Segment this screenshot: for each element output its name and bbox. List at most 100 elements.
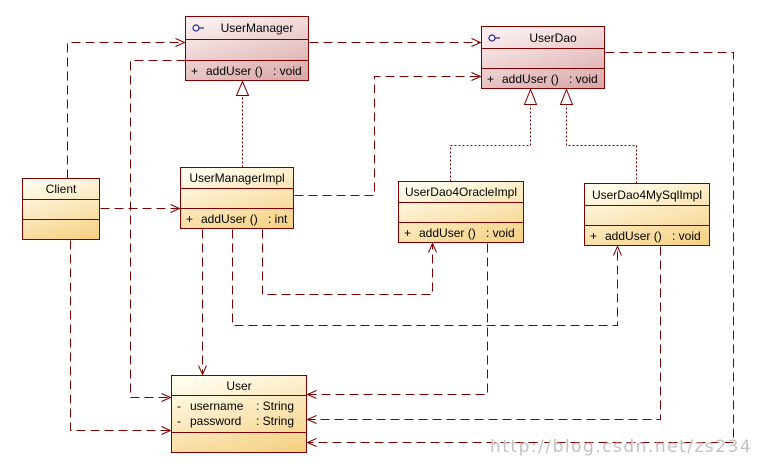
class-name: User	[226, 378, 252, 393]
open-arrowhead	[306, 415, 317, 424]
visibility-marker: +	[487, 71, 495, 86]
class-userdao4mysqlimpl: UserDao4MySqlImpl + addUser () : void	[584, 183, 710, 246]
operation-row: + addUser () : void	[482, 69, 604, 88]
operations-compartment: + addUser () : void	[585, 225, 709, 245]
operations-compartment: + addUser () : void	[186, 60, 308, 80]
operations-compartment: + addUser () : void	[399, 222, 523, 242]
attribute-row: - username : String	[172, 399, 306, 414]
operation-type: : void	[273, 63, 302, 78]
dependency-line	[307, 52, 734, 443]
dependency-line	[232, 229, 618, 326]
dependency-client-to-usermanagerimpl	[100, 204, 181, 213]
dependency-line	[130, 60, 186, 398]
connectors-group	[67, 38, 734, 447]
class-userdao4oracleimpl: UserDao4OracleImpl + addUser () : void	[398, 181, 524, 243]
dependency-line	[70, 240, 171, 431]
open-arrowhead	[471, 72, 482, 81]
hollow-triangle-arrowhead	[559, 88, 574, 105]
interface-icon-circle	[192, 24, 200, 32]
operation-row: + addUser () : void	[585, 226, 709, 245]
class-name: UserDao	[529, 30, 577, 45]
dependency-usermanager-to-user	[130, 60, 186, 402]
class-name: UserDao4OracleImpl	[404, 185, 518, 199]
name-compartment: User	[172, 376, 306, 395]
attribute-type: : String	[256, 414, 295, 428]
visibility-marker: -	[177, 414, 181, 428]
operation-row: + addUser () : void	[399, 223, 523, 242]
dependency-userdao-to-user	[306, 52, 734, 447]
operation-type: : void	[486, 225, 515, 240]
class-name: UserManagerImpl	[189, 171, 285, 185]
operations-compartment: + addUser () : int	[181, 208, 293, 228]
name-compartment: UserDao4OracleImpl	[399, 182, 523, 202]
dependency-mysqlimpl-to-user	[306, 246, 661, 424]
open-arrowhead	[175, 38, 186, 47]
dependency-line	[67, 42, 185, 179]
name-compartment: UserManager	[186, 17, 308, 39]
open-arrowhead	[198, 365, 207, 376]
name-compartment: UserDao4MySqlImpl	[585, 184, 709, 205]
name-compartment: UserManagerImpl	[181, 168, 293, 188]
attributes-compartment	[482, 48, 604, 68]
attribute-name: password	[190, 414, 242, 428]
attributes-compartment	[585, 205, 709, 225]
attributes-compartment	[399, 202, 523, 222]
class-user: User - username : String - password : St…	[171, 375, 307, 453]
attribute-name: username	[190, 399, 244, 413]
operations-compartment: + addUser () : void	[482, 68, 604, 88]
dependency-line	[307, 243, 488, 395]
realization-usermanagerimpl-to-usermanager	[235, 80, 250, 168]
class-name: UserDao4MySqlImpl	[591, 187, 703, 202]
watermark-text: http://blog.csdn.net/zs234	[490, 437, 753, 457]
open-arrowhead	[428, 242, 437, 253]
dependency-line	[307, 246, 661, 420]
interface-icon	[488, 33, 500, 42]
dependency-usermanagerimpl-to-userdao	[294, 72, 482, 196]
realization-line	[450, 104, 531, 182]
operation-name: addUser ()	[201, 211, 258, 226]
dependency-usermanagerimpl-to-oracleimpl	[262, 229, 437, 295]
attributes-compartment	[23, 199, 99, 219]
visibility-marker: +	[404, 225, 412, 240]
operation-row: + addUser () : int	[181, 209, 293, 228]
operation-row: + addUser () : void	[186, 61, 308, 80]
dependency-usermanager-to-userdao	[309, 38, 482, 47]
dependency-client-to-usermanager	[67, 38, 186, 179]
class-name: UserManager	[220, 21, 294, 35]
dependency-line	[262, 229, 433, 295]
visibility-marker: +	[191, 63, 199, 78]
interface-icon	[192, 24, 204, 32]
operation-name: addUser ()	[605, 228, 662, 243]
class-usermanager: UserManager + addUser () : void	[185, 16, 309, 81]
visibility-marker: +	[186, 211, 194, 226]
operation-type: : void	[672, 228, 701, 243]
open-arrowhead	[161, 426, 172, 435]
name-compartment: Client	[23, 179, 99, 199]
name-compartment: UserDao	[482, 27, 604, 48]
interface-icon-circle	[488, 33, 496, 42]
dependency-line	[294, 76, 481, 196]
dependency-usermanagerimpl-to-mysqlimpl	[232, 229, 622, 326]
attributes-compartment	[181, 188, 293, 208]
operation-type: : int	[268, 211, 288, 226]
hollow-triangle-arrowhead	[523, 88, 538, 105]
operation-type: : void	[569, 71, 598, 86]
class-usermanagerimpl: UserManagerImpl + addUser () : int	[180, 167, 294, 229]
attributes-compartment: - username : String - password : String	[172, 395, 306, 432]
dependency-oracleimpl-to-user	[306, 243, 488, 399]
dependency-usermanagerimpl-to-user	[198, 229, 207, 376]
realization-line	[566, 104, 637, 184]
open-arrowhead	[471, 38, 482, 47]
open-arrowhead	[306, 438, 317, 447]
open-arrowhead	[161, 393, 172, 402]
attribute-type: : String	[256, 399, 295, 413]
operation-name: addUser ()	[206, 63, 263, 78]
visibility-marker: +	[590, 228, 598, 243]
open-arrowhead	[306, 390, 317, 399]
realization-oracleimpl-to-userdao	[450, 88, 538, 182]
hollow-triangle-arrowhead	[235, 80, 250, 96]
attributes-compartment	[186, 39, 308, 60]
class-userdao: UserDao + addUser () : void	[481, 26, 605, 89]
dependency-client-to-user	[70, 240, 172, 435]
